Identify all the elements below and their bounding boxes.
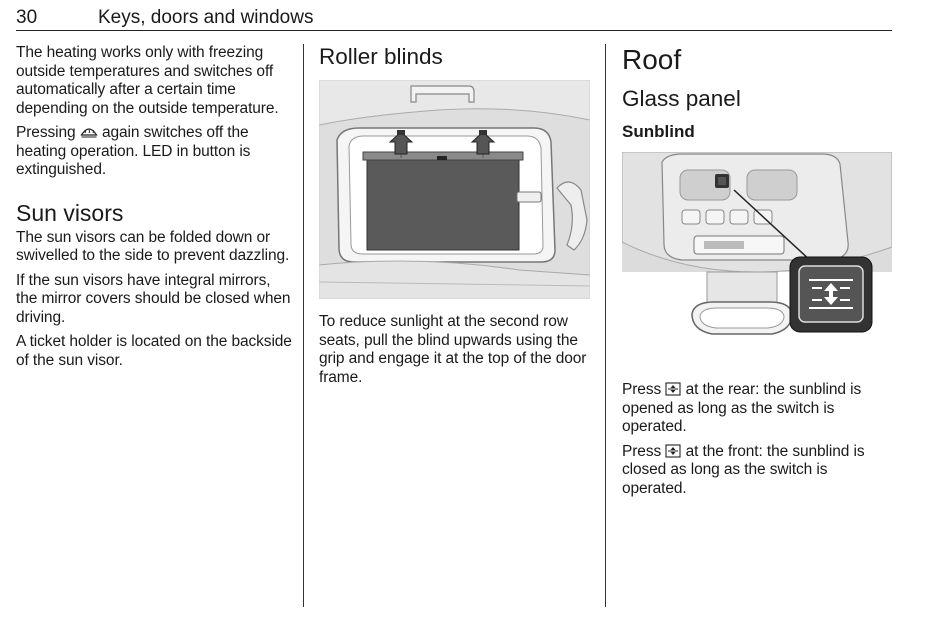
heading-sunblind: Sunblind: [622, 122, 695, 141]
text-press-front: Press: [622, 442, 662, 460]
text-press-rear: Press: [622, 381, 662, 398]
heading-roller-blinds: Roller blinds: [319, 44, 443, 69]
roller-blind-illustration: [319, 80, 590, 299]
page-header: 30 Keys, doors and windows: [16, 6, 892, 31]
sunblind-switch-icon: [665, 382, 681, 396]
column-left: The heating works only with freezing out…: [16, 44, 292, 376]
column-middle: Roller blinds To reduce sunlight at the …: [319, 44, 595, 393]
heated-rear-window-icon: [80, 128, 98, 138]
sun-visors-paragraph: The sun visors can be folded down or swi…: [16, 228, 290, 265]
text-front-desc: at the front: the sunblind is closed as …: [622, 442, 865, 497]
heating-paragraph: The heating works only with freezing out…: [16, 44, 279, 117]
text-again: again switches off the heating operation…: [16, 124, 251, 178]
ticket-holder-paragraph: A ticket holder is located on the backsi…: [16, 333, 292, 369]
heating-switch-paragraph: Pressing again switches off the heating …: [16, 124, 292, 180]
column-divider-left: [303, 44, 304, 607]
heading-glass-panel: Glass panel: [622, 86, 741, 111]
sunblind-close-paragraph: Press at the front: the sunblind is clos…: [622, 443, 894, 499]
text-rear-desc: at the rear: the sunblind is opened as l…: [622, 381, 862, 435]
roller-blinds-caption: To reduce sunlight at the second row sea…: [319, 313, 587, 386]
text-pressing: Pressing: [16, 124, 76, 141]
sunblind-switch-icon: [665, 443, 681, 458]
heading-sun-visors: Sun visors: [16, 199, 124, 226]
mirror-paragraph: If the sun visors have integral mirrors,…: [16, 271, 291, 326]
sunblind-open-paragraph: Press at the rear: the sunblind is opene…: [622, 381, 894, 437]
column-divider-right: [605, 44, 606, 607]
page-number: 30: [16, 7, 38, 28]
sunblind-switch-illustration: [622, 152, 892, 357]
chapter-title: Keys, doors and windows: [98, 7, 314, 28]
heading-roof: Roof: [622, 44, 682, 75]
column-right: Roof Glass panel Sunblind: [622, 44, 894, 504]
